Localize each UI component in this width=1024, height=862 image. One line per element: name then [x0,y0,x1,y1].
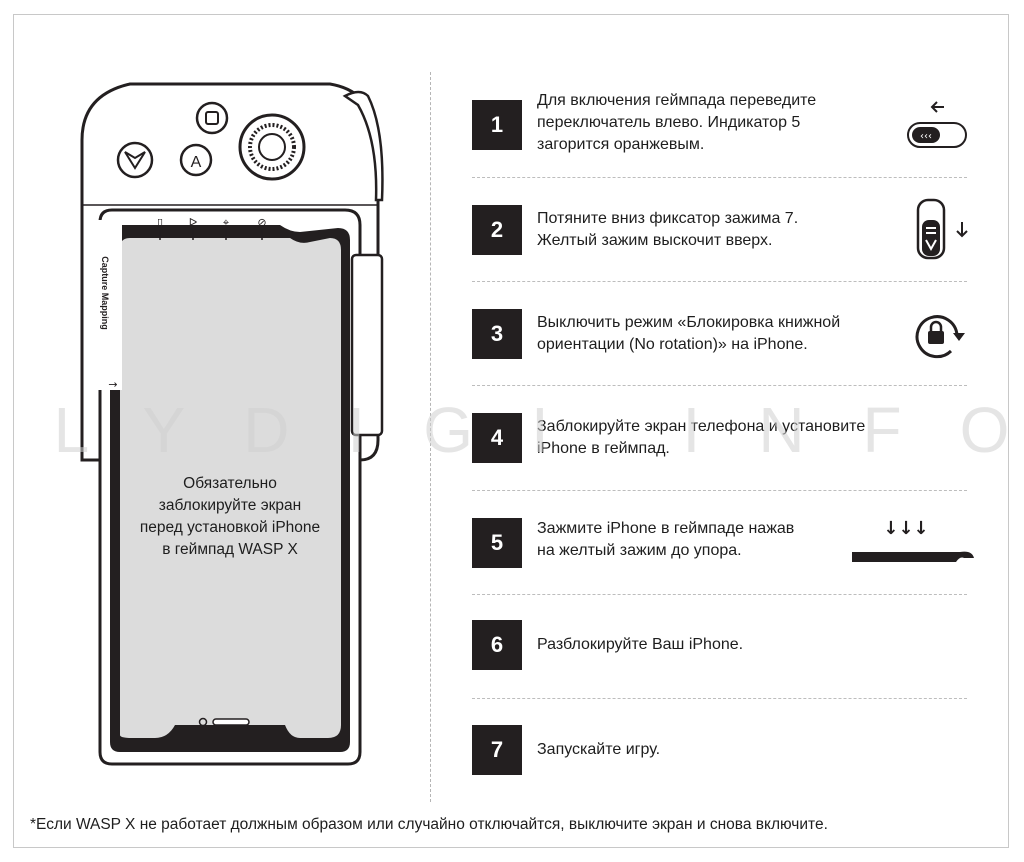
page-frame [13,14,1009,848]
svg-text:‹‹‹: ‹‹‹ [920,131,932,142]
step-divider [472,177,967,178]
phone-note: Обязательно заблокируйте экран перед уст… [110,473,350,561]
step-text-line: на желтый зажим до упора. [537,542,742,559]
step-text-line: Для включения геймпада переведите [537,92,817,109]
switch-left-icon: ‹‹‹ [907,101,967,148]
step-divider [472,490,967,491]
step-text: Зажмите iPhone в геймпаде нажав на желты… [537,518,794,562]
step-text: Выключить режим «Блокировка книжной орие… [537,312,840,356]
footnote: *Если WASP X не работает должным образом… [30,816,828,833]
svg-text:A: A [191,154,202,171]
step-text: Разблокируйте Ваш iPhone. [537,634,743,656]
step-number: 3 [472,309,522,359]
phone-note-line: в геймпад WASP X [162,541,298,558]
capture-mapping-label: Capture Mapping [99,256,110,330]
latch-down-icon [916,198,968,260]
step-text-line: Запускайте игру. [537,741,661,758]
press-clamp-icon: ↓↓↓ [852,518,974,562]
gamepad-illustration: A ▯ ᐅ ⌖ ⊘ → [80,82,384,766]
step-text-line: Потяните вниз фиксатор зажима 7. [537,210,799,227]
step-text-line: iPhone в геймпад. [537,440,670,457]
step-divider [472,594,967,595]
phone-note-line: Обязательно [183,475,277,492]
step-number: 6 [472,620,522,670]
phone-note-line: заблокируйте экран [158,497,302,514]
phone-note-line: перед установкой iPhone [139,519,321,536]
step-text-line: ориентации (No rotation)» на iPhone. [537,336,808,353]
step-1: 1 Для включения геймпада переведите пере… [472,92,972,160]
svg-text:▯: ▯ [157,216,163,229]
step-text-line: Зажмите iPhone в геймпаде нажав [537,520,795,537]
svg-text:ᐅ: ᐅ [189,216,197,229]
step-number: 7 [472,725,522,775]
step-divider [472,281,967,282]
step-number: 5 [472,518,522,568]
step-text: Потяните вниз фиксатор зажима 7. Желтый … [537,208,798,252]
step-text: Запускайте игру. [537,739,660,761]
svg-text:↓↓↓: ↓↓↓ [883,518,928,539]
step-divider [472,385,967,386]
vertical-divider [430,72,431,802]
step-text: Заблокируйте экран телефона и установите… [537,416,865,460]
svg-text:⊘: ⊘ [257,216,266,229]
step-number: 1 [472,100,522,150]
step-text-line: Выключить режим «Блокировка книжной [537,314,841,331]
step-number: 4 [472,413,522,463]
svg-text:→: → [108,378,117,391]
rotation-lock-icon [915,315,965,359]
svg-text:⌖: ⌖ [223,216,229,229]
step-text-line: загорится оранжевым. [537,136,705,153]
step-text-line: Разблокируйте Ваш iPhone. [537,636,744,653]
step-text: Для включения геймпада переведите перекл… [537,90,816,156]
step-divider [472,698,967,699]
step-text-line: Желтый зажим выскочит вверх. [537,232,773,249]
step-number: 2 [472,205,522,255]
step-text-line: Заблокируйте экран телефона и установите [537,418,866,435]
step-text-line: переключатель влево. Индикатор 5 [537,114,801,131]
